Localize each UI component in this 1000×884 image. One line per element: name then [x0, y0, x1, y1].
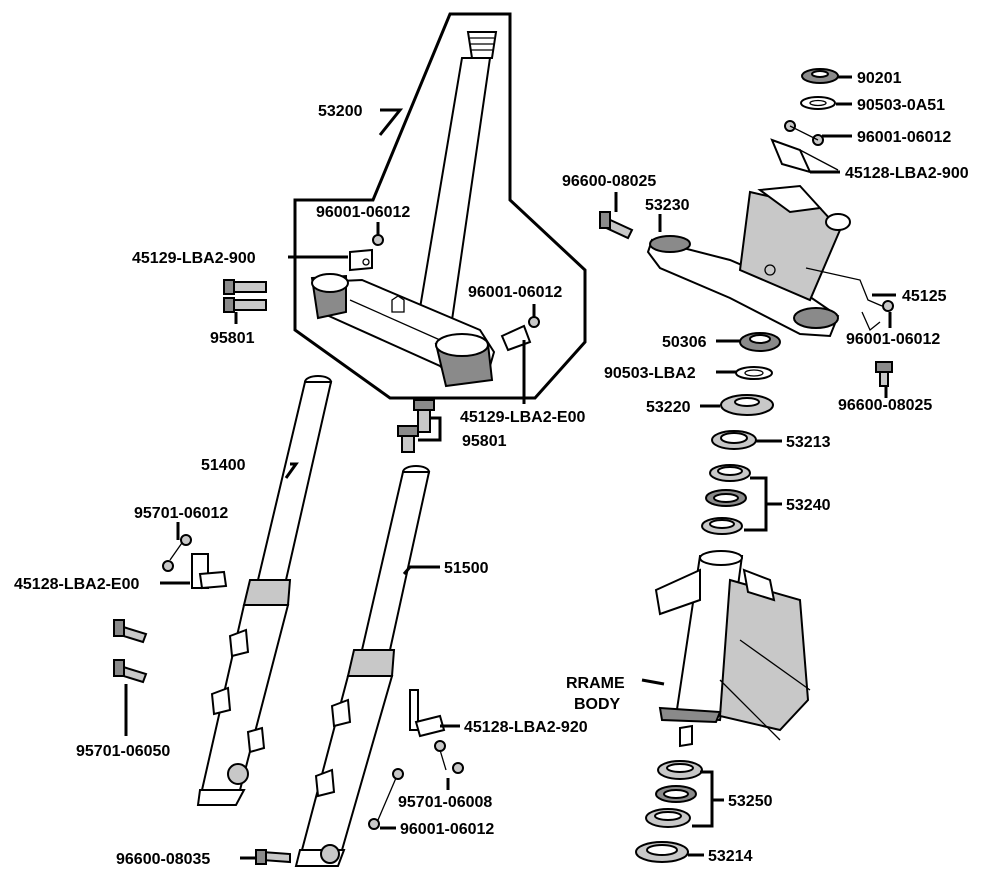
bolt-96001-e — [882, 300, 894, 312]
bracket-45128-900 — [770, 138, 839, 174]
fork-leg-51500 — [294, 465, 431, 867]
label-96001-06012-e: 96001-06012 — [846, 331, 940, 348]
upper-clamp-53230 — [646, 184, 851, 338]
label-53220: 53220 — [646, 399, 691, 416]
label-45128-lba2-e00: 45128-LBA2-E00 — [14, 576, 140, 593]
steering-stem-part — [310, 31, 498, 388]
bearing-set-53250 — [645, 760, 703, 828]
nut-50306 — [739, 332, 781, 352]
seal-53214 — [635, 841, 689, 863]
label-95701-06050: 95701-06050 — [76, 743, 170, 760]
label-45128-lba2-920: 45128-LBA2-920 — [464, 719, 588, 736]
bolts-95801-lower — [397, 399, 435, 453]
bolt-96001-b — [528, 316, 540, 328]
washer-90503-0a51 — [800, 96, 836, 110]
bolt-95701-06008 — [434, 740, 464, 774]
fork-leg-51400 — [196, 375, 333, 806]
label-frame-line2: BODY — [574, 696, 621, 713]
bolt-96001-a — [372, 234, 384, 246]
label-53240: 53240 — [786, 497, 831, 514]
label-96600-08025-b: 96600-08025 — [838, 397, 932, 414]
label-96001-06012-b: 96001-06012 — [468, 284, 562, 301]
label-96600-08025-a: 96600-08025 — [562, 173, 656, 190]
label-53214: 53214 — [708, 848, 753, 865]
label-90201: 90201 — [857, 70, 902, 87]
label-45128-lba2-900: 45128-LBA2-900 — [845, 165, 969, 182]
stem-group-outline — [293, 12, 587, 400]
label-53200: 53200 — [318, 103, 363, 120]
bolt-96600-a — [599, 211, 634, 240]
bolt-96600-b — [875, 361, 893, 387]
bracket-45128-e00 — [191, 553, 228, 590]
label-53250: 53250 — [728, 793, 773, 810]
frame-body — [654, 550, 811, 748]
cone-53220 — [720, 394, 774, 416]
label-45129-lba2-e00: 45129-LBA2-E00 — [460, 409, 586, 426]
part-labels: 53200 96001-06012 45129-LBA2-900 96001-0… — [14, 70, 969, 868]
label-45129-lba2-900: 45129-LBA2-900 — [132, 250, 256, 267]
label-50306: 50306 — [662, 334, 707, 351]
label-frame-line1: RRAME — [566, 675, 625, 692]
bolt-95701-06012 — [162, 534, 192, 572]
bolt-96001-c — [368, 768, 404, 830]
washer-90503-lba2 — [735, 366, 773, 380]
label-95701-06012: 95701-06012 — [134, 505, 228, 522]
label-53230: 53230 — [645, 197, 690, 214]
label-90503-lba2: 90503-LBA2 — [604, 365, 696, 382]
bolts-95801-upper — [223, 279, 267, 313]
bolts-96001-d — [784, 120, 824, 146]
label-96001-06012-d: 96001-06012 — [857, 129, 951, 146]
wire-45125 — [805, 267, 883, 332]
bearing-set-53240 — [701, 464, 751, 535]
label-53213: 53213 — [786, 434, 831, 451]
label-45125: 45125 — [902, 288, 947, 305]
leader-lines — [124, 75, 896, 860]
clip-45129-e00 — [500, 324, 532, 352]
label-95801-b: 95801 — [462, 433, 507, 450]
label-96600-08035: 96600-08035 — [116, 851, 210, 868]
label-96001-06012-a: 96001-06012 — [316, 204, 410, 221]
label-96001-06012-c: 96001-06012 — [400, 821, 494, 838]
bracket-45128-920 — [409, 689, 446, 738]
washer-90201 — [801, 68, 839, 84]
clip-45129-900 — [349, 248, 373, 272]
label-90503-0a51: 90503-0A51 — [857, 97, 945, 114]
label-51500: 51500 — [444, 560, 489, 577]
race-53213 — [711, 430, 757, 450]
label-51400: 51400 — [201, 457, 246, 474]
bolts-95701-06050 — [113, 619, 148, 684]
label-95701-06008: 95701-06008 — [398, 794, 492, 811]
bolt-96600-08035 — [255, 849, 291, 865]
label-95801-a: 95801 — [210, 330, 255, 347]
